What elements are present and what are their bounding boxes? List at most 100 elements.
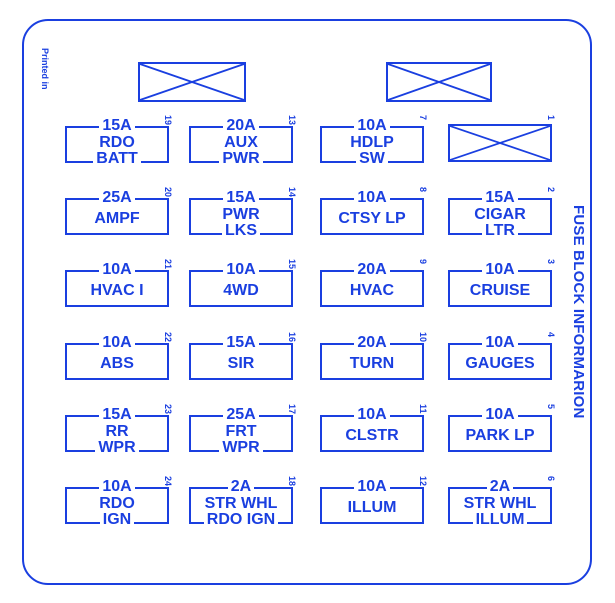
fuse-5: 10A PARK LP 5: [448, 404, 556, 452]
fuse-number: 16: [287, 332, 297, 343]
fuse-amperage: 10A: [354, 189, 390, 206]
fuse-label-line2: WPR: [95, 439, 139, 456]
fuse-label: RDO: [99, 495, 135, 512]
fuse-label: HVAC I: [90, 282, 144, 299]
cross-icon: [450, 126, 550, 160]
fuse-amperage: 25A: [223, 406, 259, 423]
fuse-number: 14: [287, 187, 297, 198]
fuse-label-line2: RDO IGN: [203, 511, 279, 528]
fuse-amperage: 15A: [482, 189, 518, 206]
fuse-label: RDO: [99, 134, 135, 151]
fuse-amperage: 20A: [354, 261, 390, 278]
fuse-number: 23: [163, 404, 173, 415]
fuse-label: RR: [105, 423, 129, 440]
fuse-label: CLSTR: [345, 427, 399, 444]
fuse-amperage: 2A: [486, 478, 514, 495]
fuse-label-line2: WPR: [219, 439, 263, 456]
printed-in-label: Printed in: [40, 48, 50, 90]
fuse-label: AMPF: [94, 210, 140, 227]
cross-icon: [388, 64, 490, 100]
fuse-number: 4: [546, 332, 556, 338]
fuse-number: 1: [546, 115, 556, 121]
fuse-amperage: 10A: [482, 334, 518, 351]
spare-fuse-slot: [448, 124, 552, 162]
fuse-label: ABS: [100, 355, 134, 372]
fuse-9: 20A HVAC 9: [320, 259, 428, 307]
fuse-number: 7: [418, 115, 428, 121]
fuse-label: CTSY LP: [338, 210, 406, 227]
fuse-label: AUX: [224, 134, 258, 151]
fuse-number: 9: [418, 259, 428, 265]
fuse-16: 15A SIR 16: [189, 332, 297, 380]
diagram-title: FUSE BLOCK INFORMARION: [570, 205, 587, 419]
fuse-amperage: 2A: [227, 478, 255, 495]
fuse-number: 20: [163, 187, 173, 198]
fuse-label: CRUISE: [469, 282, 531, 299]
fuse-label: SIR: [227, 355, 255, 372]
fuse-number: 19: [163, 115, 173, 126]
fuse-amperage: 15A: [223, 334, 259, 351]
fuse-label: ILLUM: [347, 499, 397, 516]
fuse-number: 12: [418, 476, 428, 487]
fuse-label-line2: PWR: [219, 150, 263, 167]
fuse-amperage: 15A: [99, 117, 135, 134]
fuse-label: TURN: [349, 355, 395, 372]
spare-slot-top-right: [386, 62, 492, 102]
fuse-8: 10A CTSY LP 8: [320, 187, 428, 235]
fuse-label-line2: IGN: [99, 511, 135, 528]
fuse-amperage: 10A: [99, 334, 135, 351]
fuse-amperage: 25A: [99, 189, 135, 206]
fuse-label: PARK LP: [465, 427, 535, 444]
fuse-number: 22: [163, 332, 173, 343]
fuse-22: 10A ABS 22: [65, 332, 173, 380]
fuse-amperage: 10A: [99, 261, 135, 278]
fuse-10: 20A TURN 10: [320, 332, 428, 380]
fuse-label-line2: SW: [356, 150, 388, 167]
fuse-label-line2: LTR: [482, 222, 518, 239]
fuse-label-line2: LKS: [222, 222, 260, 239]
fuse-number: 15: [287, 259, 297, 270]
fuse-number: 8: [418, 187, 428, 193]
fuse-number: 6: [546, 476, 556, 482]
fuse-label: FRT: [225, 423, 257, 440]
fuse-label: PWR: [222, 206, 260, 223]
fuse-number: 3: [546, 259, 556, 265]
fuse-label: GAUGES: [465, 355, 535, 372]
fuse-number: 5: [546, 404, 556, 410]
fuse-number: 24: [163, 476, 173, 487]
fuse-21: 10A HVAC I 21: [65, 259, 173, 307]
fuse-number: 11: [418, 404, 428, 414]
fuse-amperage: 10A: [354, 117, 390, 134]
fuse-label-line2: ILLUM: [472, 511, 528, 528]
cross-icon: [140, 64, 244, 100]
fuse-block-panel: [22, 19, 592, 585]
spare-slot-top-left: [138, 62, 246, 102]
fuse-label: HDLP: [350, 134, 394, 151]
fuse-amperage: 15A: [99, 406, 135, 423]
fuse-amperage: 20A: [223, 117, 259, 134]
fuse-number: 17: [287, 404, 297, 415]
fuse-label: CIGAR: [474, 206, 526, 223]
fuse-amperage: 10A: [482, 406, 518, 423]
fuse-amperage: 15A: [223, 189, 259, 206]
fuse-number: 18: [287, 476, 297, 487]
fuse-number: 10: [418, 332, 428, 343]
fuse-amperage: 10A: [99, 478, 135, 495]
fuse-number: 21: [163, 259, 173, 270]
fuse-1: 1: [448, 115, 556, 162]
fuse-label: 4WD: [223, 282, 259, 299]
fuse-label: HVAC: [349, 282, 395, 299]
fuse-amperage: 20A: [354, 334, 390, 351]
